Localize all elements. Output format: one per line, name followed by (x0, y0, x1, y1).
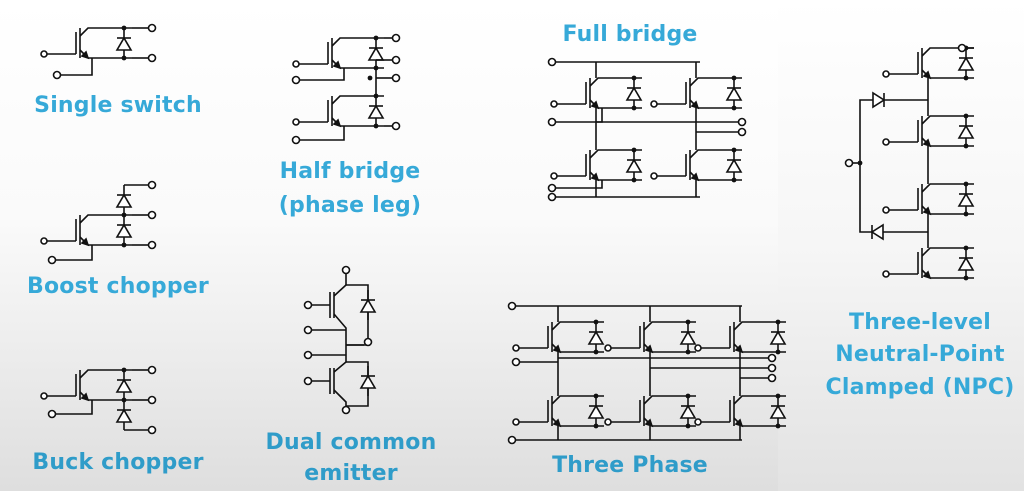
full-bridge-diagram (547, 57, 747, 202)
three-phase-diagram (507, 301, 787, 445)
npc-panel (778, 0, 1024, 491)
half-bridge-diagram (291, 33, 401, 145)
label-clamped-npc: Clamped (NPC) (825, 375, 1015, 400)
buck-chopper-diagram (40, 365, 157, 435)
label-emitter: emitter (304, 461, 398, 486)
label-full-bridge: Full bridge (562, 22, 698, 47)
dual-common-emitter-diagram (303, 265, 376, 415)
single-switch-diagram (40, 23, 157, 80)
label-boost-chopper: Boost chopper (27, 274, 209, 299)
label-single-switch: Single switch (34, 93, 202, 118)
npc-diagram (844, 43, 975, 282)
label-dual-common: Dual common (265, 430, 437, 455)
label-half-bridge: Half bridge (279, 159, 421, 184)
label-three-level: Three-level (849, 310, 991, 335)
boost-chopper-diagram (40, 180, 157, 265)
label-three-phase: Three Phase (552, 453, 708, 478)
label-phase-leg: (phase leg) (278, 193, 422, 218)
label-buck-chopper: Buck chopper (32, 450, 204, 475)
label-neutral-point: Neutral-Point (835, 342, 1005, 367)
